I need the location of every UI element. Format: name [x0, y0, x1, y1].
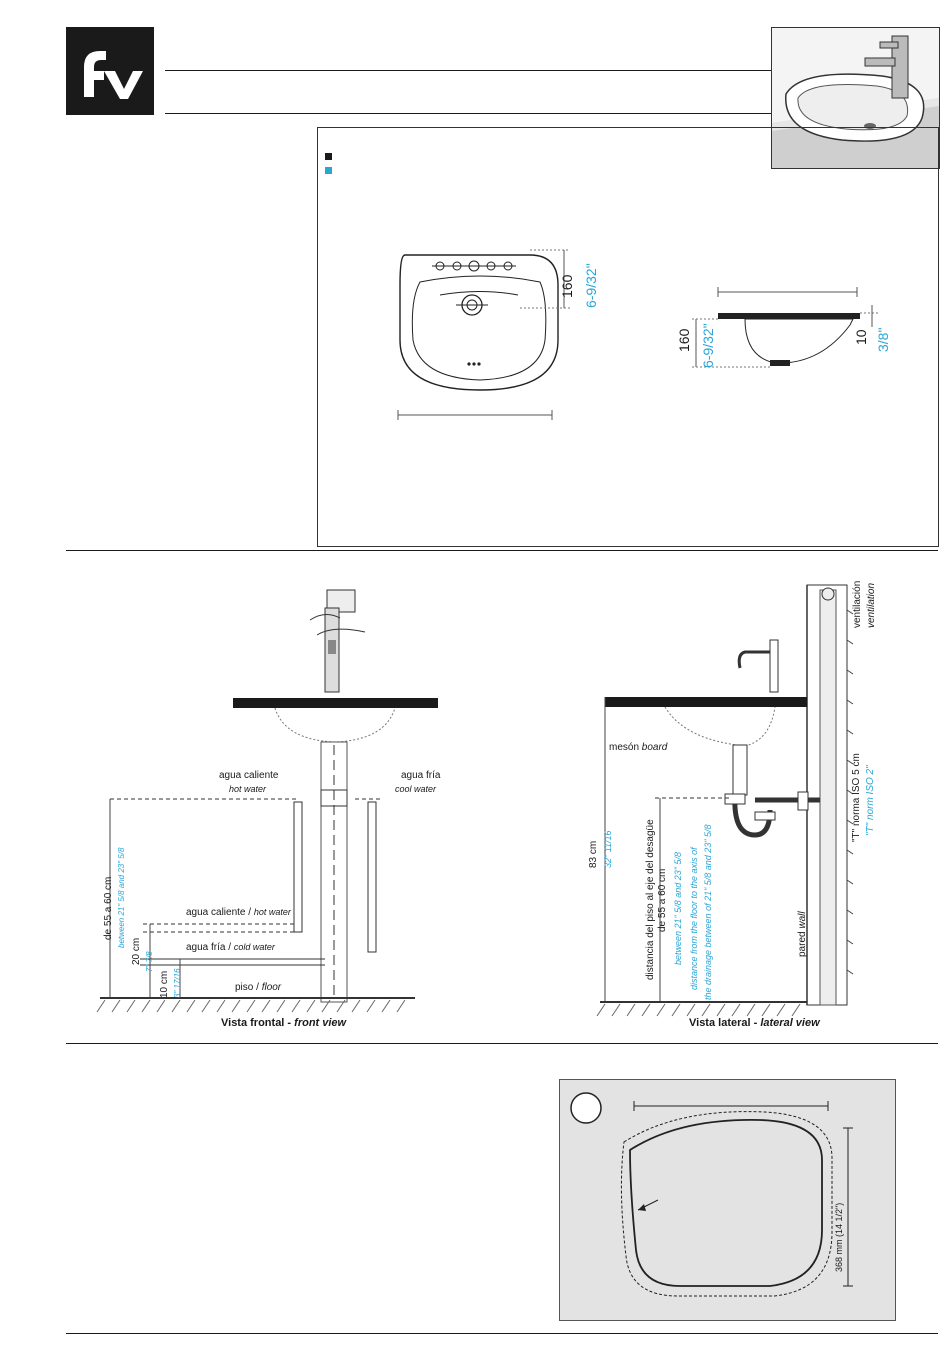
height-en-label: 32" 11/16	[603, 830, 613, 868]
side-depth-mm: 160	[676, 328, 692, 352]
product-photo	[771, 27, 940, 169]
h20-en-label: 7" 7/8	[145, 951, 154, 972]
side-rim-mm: 10	[853, 329, 869, 345]
section-divider-2	[66, 1043, 938, 1044]
basin-side-view	[692, 287, 880, 368]
lateral-caption-en: lateral view	[760, 1017, 820, 1029]
wall-label: pared wall	[797, 911, 808, 957]
cold-water-line-en: cold water	[233, 942, 275, 952]
wall-en: wall	[797, 911, 808, 929]
cold-water-label: agua fría	[401, 770, 441, 781]
drain-en-label-2: distance from the floor to the axis of	[689, 847, 699, 990]
front-caption-en: front view	[294, 1017, 347, 1029]
top-depth-mm: 160	[559, 274, 575, 298]
header-rule-2	[165, 113, 773, 114]
top-depth-in: 6-9/32"	[583, 263, 599, 308]
dimensions-box	[317, 127, 939, 547]
cold-water-line-es: agua fría /	[186, 942, 234, 953]
front-view-drawing	[96, 589, 438, 1013]
board-en: board	[641, 742, 668, 753]
footer-rule	[66, 1333, 938, 1334]
header-rule	[165, 70, 773, 71]
hot-water-line-label: agua caliente / hot water	[186, 907, 291, 918]
cutout-template-panel	[559, 1079, 896, 1321]
section-divider-1	[66, 550, 938, 551]
front-caption-es: Vista frontal -	[221, 1017, 295, 1029]
norm-en-label: "T" norm ISO 2"	[865, 765, 876, 836]
floor-en: floor	[261, 982, 282, 993]
front-view-caption: Vista frontal - front view	[221, 1017, 346, 1029]
hot-water-line-es: agua caliente /	[186, 907, 254, 918]
h10-label: 10 cm	[159, 970, 170, 998]
cold-water-line-label: agua fría / cold water	[186, 942, 275, 953]
drain-en-label-1: between 21" 5/8 and 23" 5/8	[673, 852, 683, 965]
h20-label: 20 cm	[131, 937, 142, 965]
height-label: 83 cm	[588, 840, 599, 868]
drain-label-1: distancia del piso al eje del desagüe	[645, 819, 656, 980]
norm-label: "T" norma ISO 5 cm	[851, 753, 862, 842]
hot-water-line-en: hot water	[253, 907, 291, 917]
basin-top-view	[397, 249, 570, 420]
floor-es: piso /	[235, 982, 262, 993]
lateral-view-drawing	[596, 584, 854, 1017]
side-depth-in: 6-9/32"	[700, 323, 716, 368]
legend-metric-swatch	[325, 153, 332, 160]
range-en-label: between 21" 5/8 and 23" 5/8	[117, 847, 126, 948]
drain-label-2: de 55 a 60 cm	[657, 868, 668, 932]
cold-water-en-label: cool water	[395, 784, 437, 794]
cutout-template-drawing	[570, 1092, 853, 1297]
template-height-label: 368 mm (14 1/2")	[834, 1202, 844, 1272]
wall-es: pared	[797, 928, 808, 957]
side-rim-in: 3/8"	[875, 327, 891, 352]
drain-en-label-3: the drainage between of 21" 5/8 and 23" …	[703, 824, 713, 1000]
lateral-caption-es: Vista lateral -	[689, 1017, 761, 1029]
board-label: mesón board	[609, 742, 667, 753]
fv-logo	[66, 27, 154, 115]
ventilation-en-label: ventilation	[866, 582, 877, 628]
legend-imperial-swatch	[325, 167, 332, 174]
hot-water-label: agua caliente	[219, 770, 279, 781]
hot-water-en-label: hot water	[229, 784, 267, 794]
h10-en-label: 3" 17/16	[173, 968, 182, 998]
board-es: mesón	[609, 742, 642, 753]
lateral-view-caption: Vista lateral - lateral view	[689, 1017, 820, 1029]
floor-label: piso / floor	[235, 982, 281, 993]
ventilation-label: ventilación	[852, 580, 863, 628]
range-label: de 55 a 60 cm	[103, 876, 114, 940]
